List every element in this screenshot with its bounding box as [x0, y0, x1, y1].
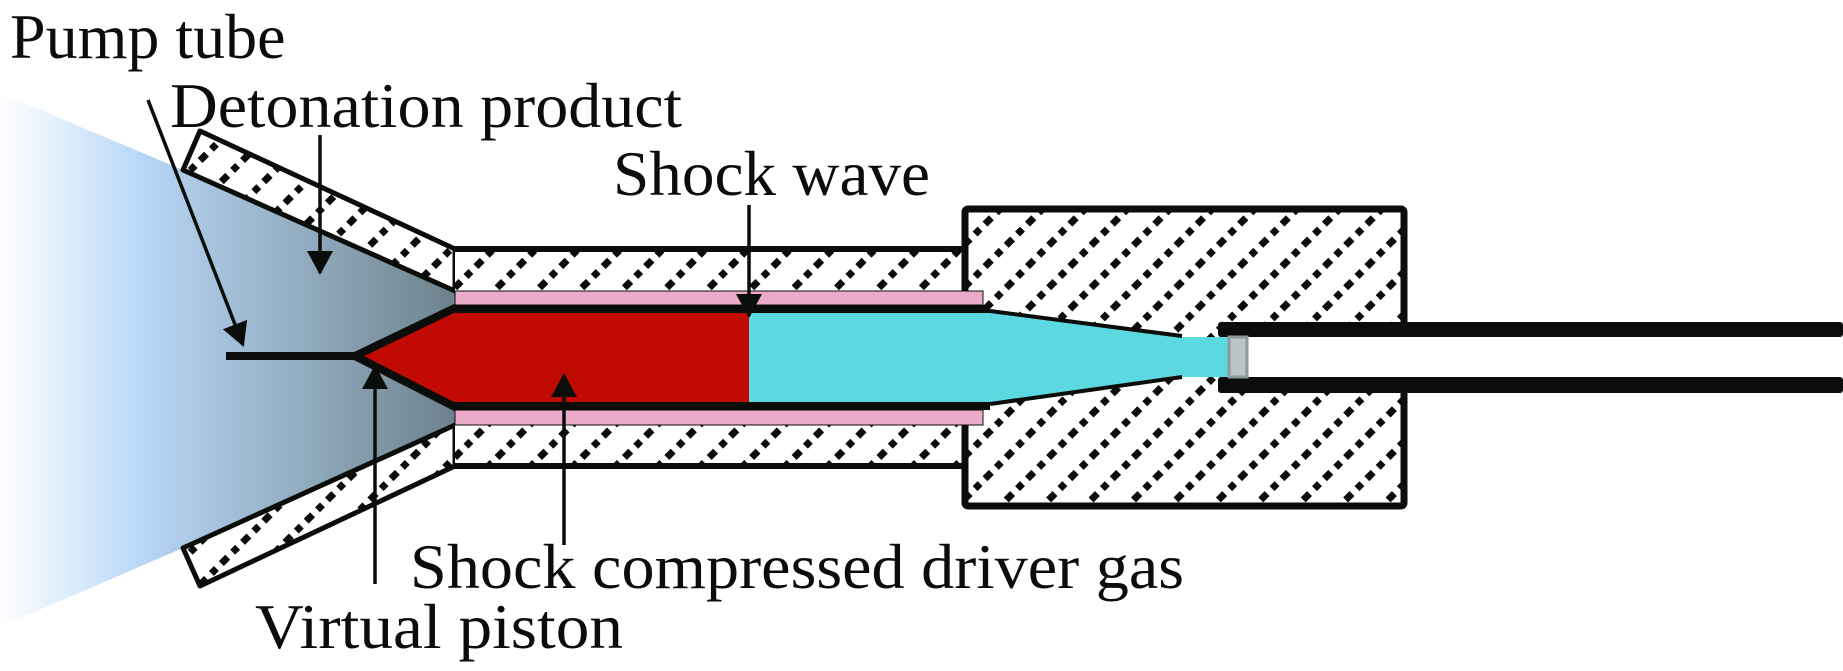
shock-compressed-driver-gas-region: [355, 309, 749, 406]
pump-tube-lower-wall: [455, 425, 965, 467]
virtual-piston-upper-edge: [351, 303, 459, 361]
driver-gas-label: Shock compressed driver gas: [410, 531, 1184, 602]
diaphragm: [1227, 335, 1249, 379]
virtual-piston-label: Virtual piston: [255, 591, 623, 662]
launch-tube-bore: [1248, 337, 1843, 377]
pump-tube-upper-wall: [455, 249, 965, 291]
shock-wave-label: Shock wave: [613, 138, 930, 209]
unshocked-driver-gas-region: [749, 309, 964, 406]
nozzle-upper-edge: [989, 309, 1183, 338]
virtual-piston-lower-edge: [351, 351, 459, 412]
launch-tube-upper-wall: [1218, 322, 1843, 337]
pump-tube-leader-arrow: [146, 99, 248, 347]
liner-upper: [454, 290, 984, 306]
pump-tube-label: Pump tube: [10, 1, 286, 72]
nozzle-lower-edge: [989, 375, 1183, 406]
detonation-product-label: Detonation product: [170, 70, 682, 141]
launch-tube-lower-wall: [1218, 377, 1843, 393]
liner-lower: [454, 409, 984, 426]
